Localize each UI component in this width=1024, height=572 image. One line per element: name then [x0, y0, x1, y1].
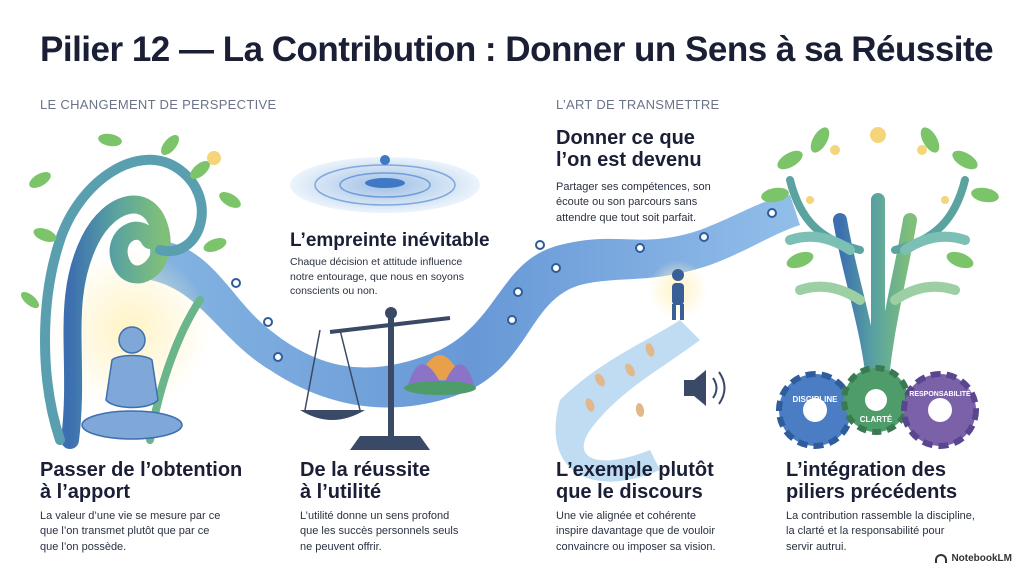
gear-responsabilite: RESPONSABILITÉ: [901, 371, 979, 449]
column-4-heading: L’intégration des piliers précédents: [786, 459, 958, 503]
column-2-body: L’utilité donne un sens profond que les …: [300, 510, 459, 553]
gear-label-responsabilite: RESPONSABILITÉ: [909, 389, 971, 398]
column-3-body: Une vie alignée et cohérente inspire dav…: [556, 510, 716, 553]
logo-text: NotebookLM: [951, 553, 1012, 564]
gear-label-clarte: CLARTÉ: [860, 415, 893, 424]
empreinte-body: Chaque décision et attitude influence no…: [290, 256, 464, 298]
donner-body: Partager ses compétences, son écoute ou …: [556, 181, 711, 224]
gear-clarte: CLARTÉ: [841, 365, 911, 435]
section-label-perspective: LE CHANGEMENT DE PERSPECTIVE: [40, 97, 277, 112]
river-dots: [231, 208, 777, 362]
gear-discipline: DISCIPLINE: [776, 371, 854, 449]
notebooklm-icon: [935, 554, 948, 563]
walking-figure-illustration: [585, 260, 708, 417]
notebooklm-logo: NotebookLM: [935, 553, 1012, 564]
section-label-transmettre: L’ART DE TRANSMETTRE: [556, 97, 720, 112]
column-4-body: La contribution rassemble la discipline,…: [786, 510, 975, 553]
column-3-heading: L’exemple plutôt que le discours: [556, 459, 714, 503]
left-tree-illustration: [20, 133, 241, 449]
right-tree-illustration: [761, 127, 999, 407]
column-1-body: La valeur d’une vie se mesure par ce que…: [40, 510, 221, 553]
balance-scale-illustration: [300, 307, 476, 450]
water-ripple-illustration: [290, 155, 480, 213]
gear-label-discipline: DISCIPLINE: [793, 395, 839, 404]
speaker-icon: [684, 370, 726, 406]
column-2-heading: De la réussite à l’utilité: [300, 459, 431, 503]
page-title: Pilier 12 — La Contribution : Donner un …: [40, 30, 994, 69]
donner-heading: Donner ce que l’on est devenu: [556, 127, 702, 171]
gears: DISCIPLINE CLARTÉ RESPONSABILITÉ: [776, 365, 979, 449]
empreinte-heading: L’empreinte inévitable: [290, 230, 490, 251]
column-1-heading: Passer de l’obtention à l’apport: [40, 459, 243, 503]
